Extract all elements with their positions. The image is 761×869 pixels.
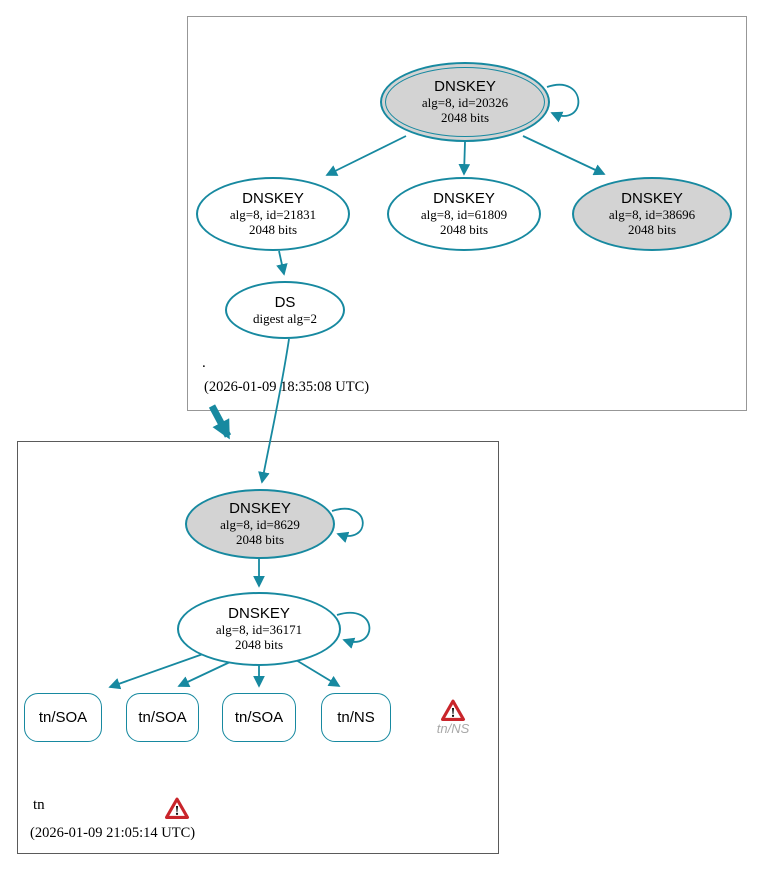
node-title: DNSKEY bbox=[433, 190, 495, 207]
zone-name-root: . bbox=[202, 355, 206, 371]
node-title: DNSKEY bbox=[229, 500, 291, 517]
warning-rrset-label: tn/NS bbox=[436, 721, 470, 736]
dnskey-node-8629[interactable]: DNSKEY alg=8, id=8629 2048 bits bbox=[185, 489, 335, 559]
dnskey-node-36171[interactable]: DNSKEY alg=8, id=36171 2048 bits bbox=[177, 592, 341, 666]
node-bits: 2048 bits bbox=[248, 222, 298, 237]
node-title: DS bbox=[274, 293, 296, 311]
rrset-node-tn-soa-1[interactable]: tn/SOA bbox=[24, 693, 102, 742]
node-title: DNSKEY bbox=[228, 605, 290, 622]
dnskey-node-21831[interactable]: DNSKEY alg=8, id=21831 2048 bits bbox=[196, 177, 350, 251]
node-bits: 2048 bits bbox=[439, 222, 489, 237]
zone-box-tn bbox=[17, 441, 499, 854]
node-detail: alg=8, id=61809 bbox=[420, 207, 508, 222]
svg-text:!: ! bbox=[451, 705, 456, 720]
zone-timestamp-tn: (2026-01-09 21:05:14 UTC) bbox=[30, 825, 196, 841]
warning-icon: ! bbox=[440, 699, 466, 721]
node-bits: 2048 bits bbox=[235, 532, 285, 547]
node-bits: 2048 bits bbox=[440, 110, 490, 125]
node-title: DNSKEY bbox=[434, 78, 496, 95]
rrset-node-tn-ns[interactable]: tn/NS bbox=[321, 693, 391, 742]
zone-warning-icon: ! bbox=[164, 797, 190, 819]
node-title: DNSKEY bbox=[621, 190, 683, 207]
zone-timestamp-root: (2026-01-09 18:35:08 UTC) bbox=[204, 379, 370, 395]
node-detail: alg=8, id=8629 bbox=[220, 517, 300, 532]
dnskey-node-61809[interactable]: DNSKEY alg=8, id=61809 2048 bits bbox=[387, 177, 541, 251]
node-title: DNSKEY bbox=[242, 190, 304, 207]
zone-box-root bbox=[187, 16, 747, 411]
node-detail: alg=8, id=38696 bbox=[608, 207, 696, 222]
node-detail: alg=8, id=20326 bbox=[421, 95, 509, 110]
rrset-node-tn-soa-3[interactable]: tn/SOA bbox=[222, 693, 296, 742]
node-detail: alg=8, id=36171 bbox=[215, 622, 303, 637]
dnskey-node-38696[interactable]: DNSKEY alg=8, id=38696 2048 bits bbox=[572, 177, 732, 251]
node-detail: digest alg=2 bbox=[252, 310, 318, 326]
node-detail: alg=8, id=21831 bbox=[229, 207, 317, 222]
svg-text:!: ! bbox=[175, 803, 180, 818]
node-bits: 2048 bits bbox=[234, 637, 284, 652]
dnskey-node-20326[interactable]: DNSKEY alg=8, id=20326 2048 bits bbox=[380, 62, 550, 142]
rrset-node-tn-soa-2[interactable]: tn/SOA bbox=[126, 693, 199, 742]
node-bits: 2048 bits bbox=[627, 222, 677, 237]
ds-node[interactable]: DS digest alg=2 bbox=[225, 281, 345, 339]
warning-rrset-tn-ns: ! tn/NS bbox=[429, 699, 477, 736]
zone-name-tn: tn bbox=[33, 797, 45, 813]
